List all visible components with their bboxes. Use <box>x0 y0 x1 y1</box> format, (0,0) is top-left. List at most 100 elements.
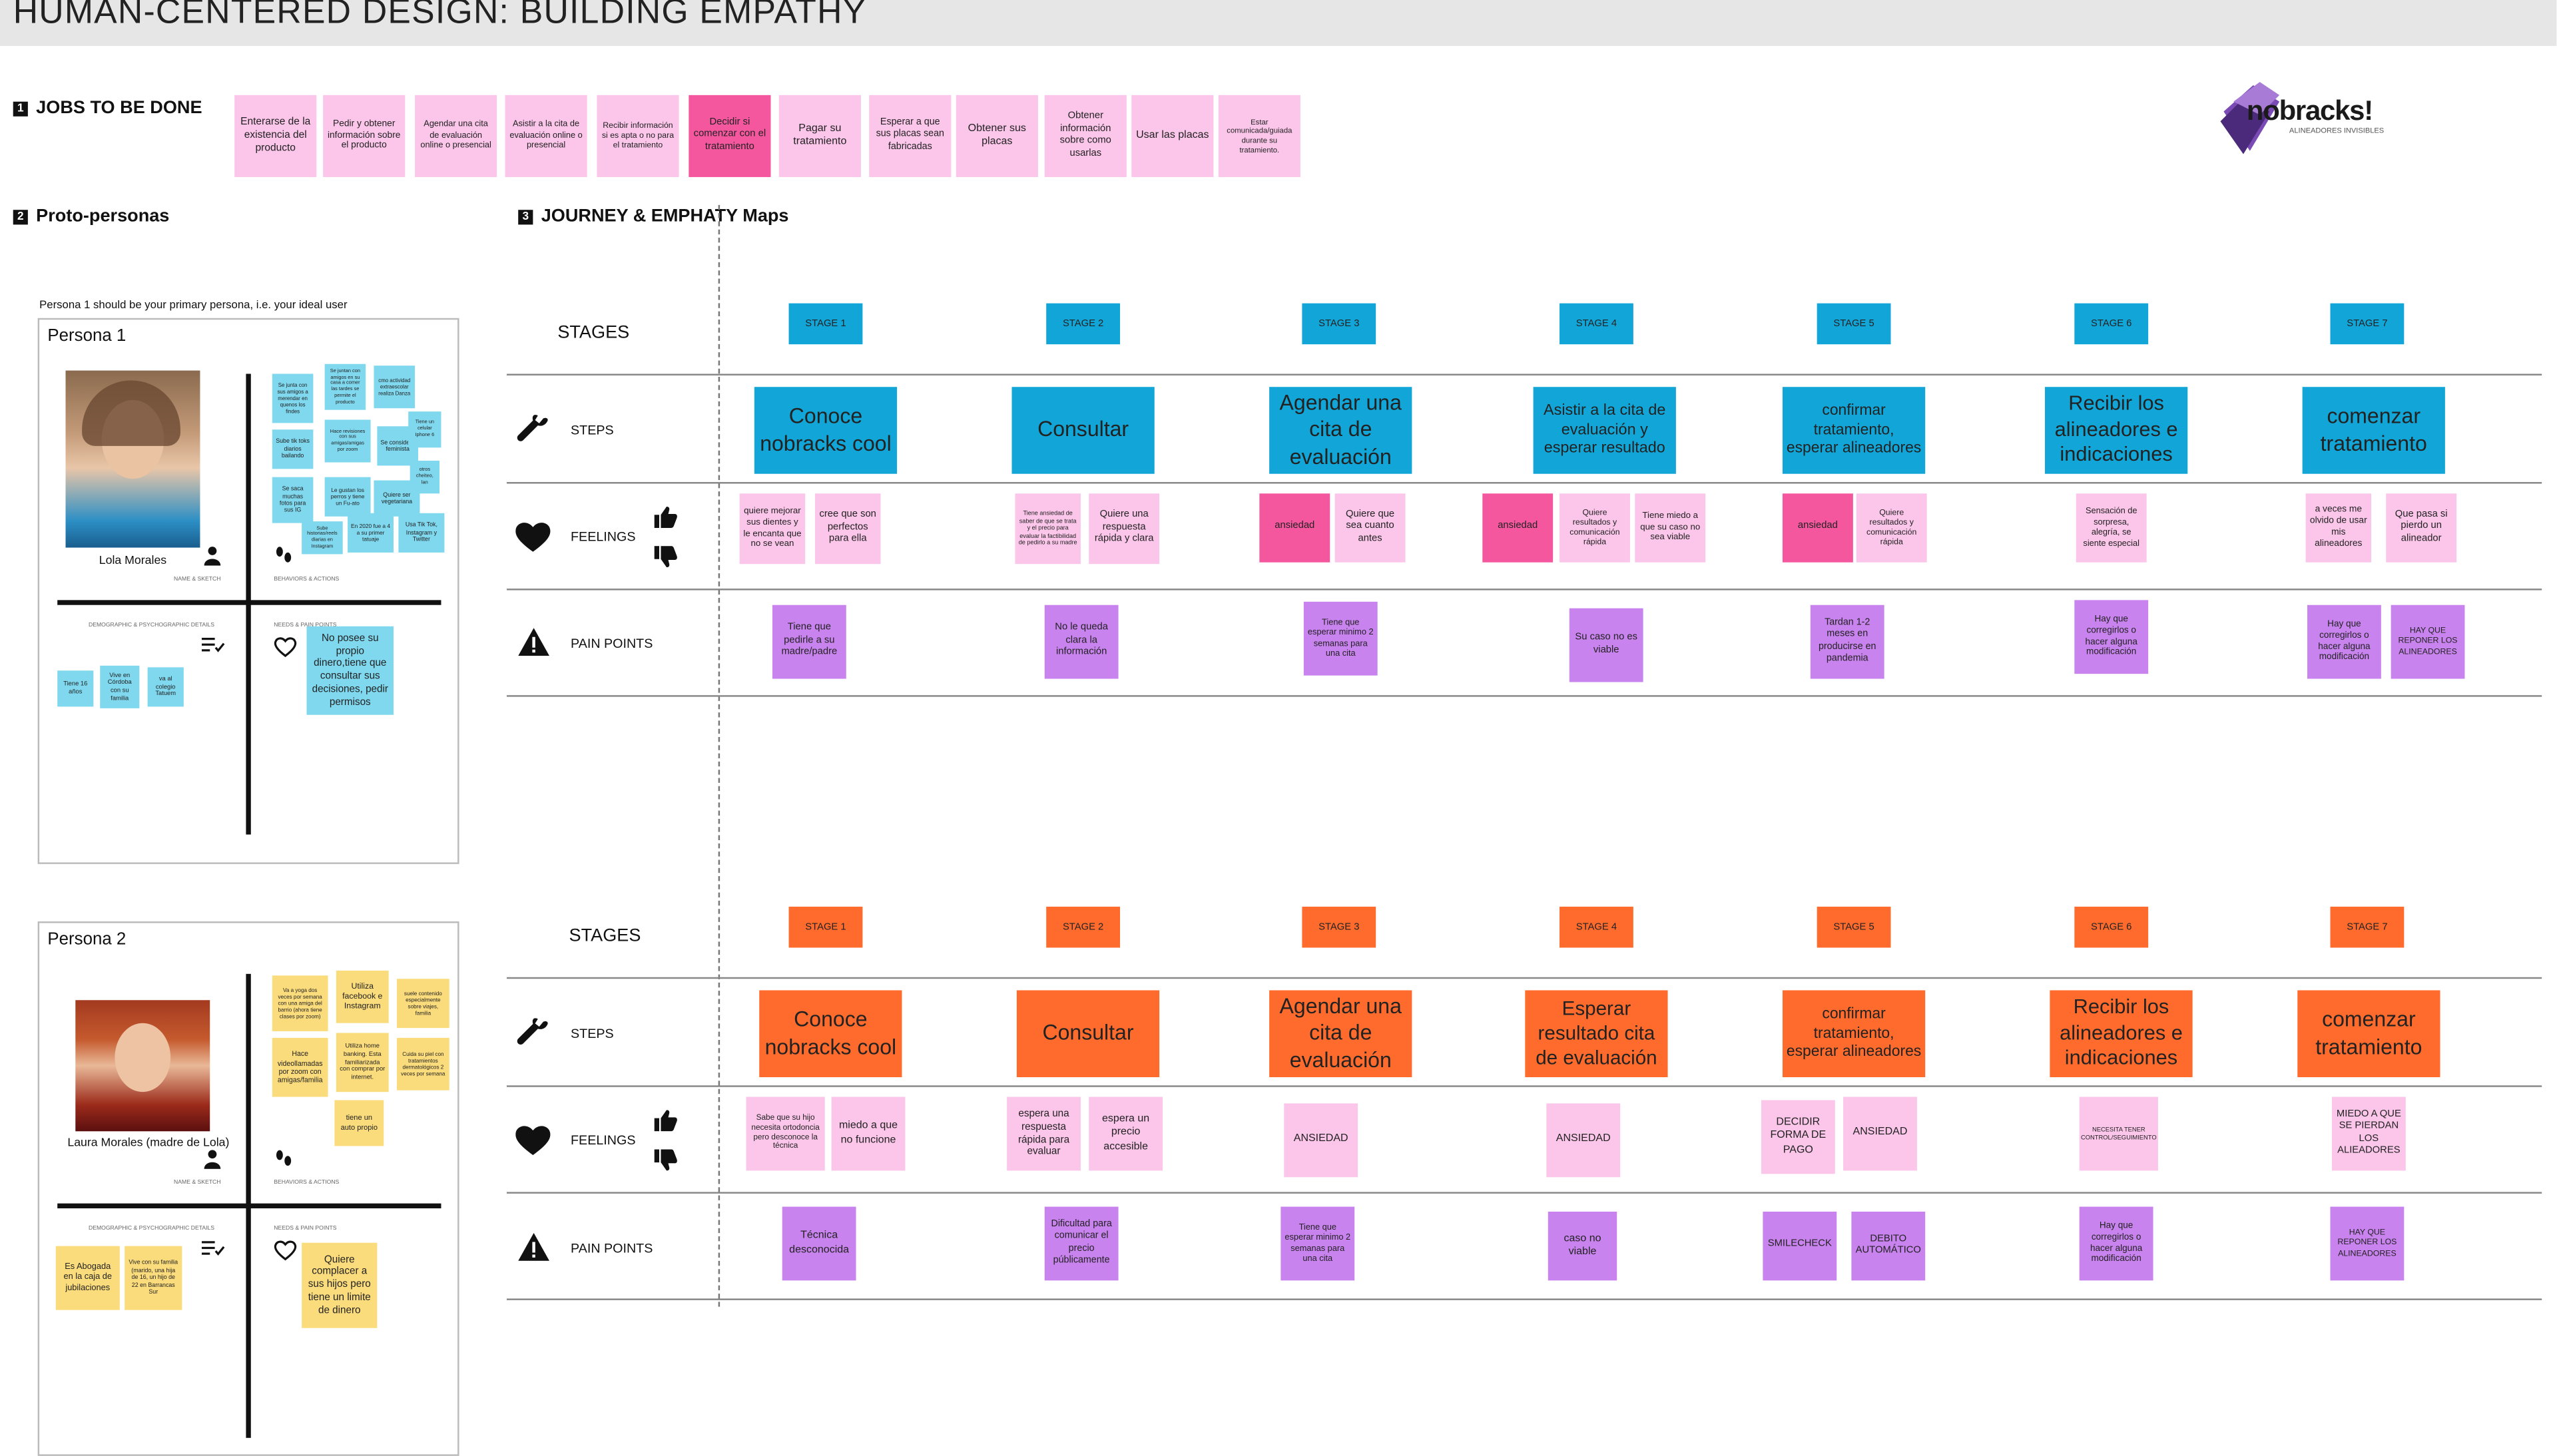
feeling-note: Que pasa si pierdo un alineador <box>2386 493 2457 563</box>
feeling-note: Quiere una respuesta rápida y clara <box>1089 493 1160 565</box>
job-note: Obtener información sobre como usarlas <box>1044 95 1127 177</box>
behavior-note: Tiene un celular Iphone 6 <box>408 411 441 448</box>
pain-point-note: No le queda clara la información <box>1044 605 1119 679</box>
feeling-note: ansiedad <box>1482 493 1554 563</box>
demographic-note: Tiene 16 años <box>57 670 94 707</box>
footsteps-icon <box>276 1150 292 1166</box>
behavior-note: Se saca muchas fotos para sus IG <box>272 477 314 523</box>
thumbs-down-icon <box>654 1149 677 1171</box>
row-divider <box>506 589 2542 591</box>
footsteps-icon <box>276 547 292 563</box>
section-label: Proto-personas <box>36 206 170 226</box>
section-number: 2 <box>13 208 28 224</box>
behavior-note: Va a yoga dos veces por semana con una a… <box>272 975 328 1032</box>
stage-box: STAGE 2 <box>1046 303 1121 345</box>
section-label: JOURNEY & EMPHATY Maps <box>541 206 789 226</box>
section-jobs: 1 JOBS TO BE DONE <box>13 98 202 119</box>
row-divider <box>506 1085 2542 1087</box>
checklist-icon <box>201 1241 225 1256</box>
pain-point-note: SMILECHECK <box>1763 1211 1837 1281</box>
feeling-note: MIEDO A QUE SE PIERDAN LOS ALIEADORES <box>2331 1096 2406 1171</box>
step-note: Asistir a la cita de evaluación y espera… <box>1533 387 1676 474</box>
behavior-note: En 2020 fue a 4 a su primer tatuaje <box>348 513 394 553</box>
feelings-label: FEELINGS <box>571 1132 636 1148</box>
behavior-note: Sube historias/reels diarias en Instagra… <box>302 521 343 555</box>
row-divider <box>506 373 2542 375</box>
pain-point-note: Dificultad para comunicar el precio públ… <box>1044 1206 1119 1281</box>
pain-point-note: Tiene que esperar minimo 2 semanas para … <box>1280 1206 1355 1281</box>
stage-box: STAGE 4 <box>1560 303 1633 345</box>
section-journey: 3 JOURNEY & EMPHATY Maps <box>518 206 789 226</box>
row-divider <box>506 1192 2542 1194</box>
feeling-note: Sabe que su hijo necesita ortodoncia per… <box>746 1096 825 1171</box>
job-note: Decidir si comenzar con el tratamiento <box>689 95 771 177</box>
needs-note: No posee su propio dinero,tiene que cons… <box>306 626 394 715</box>
thumbs-up-icon <box>654 506 677 528</box>
feeling-note: Sensación de sorpresa, alegría, se sient… <box>2076 493 2147 563</box>
heart-icon <box>515 1126 551 1155</box>
behavior-note: Hace videollamadas por zoom con amigas/f… <box>272 1037 328 1097</box>
feeling-note: DECIDIR FORMA DE PAGO <box>1761 1100 1835 1174</box>
feeling-note: NECESITA TENER CONTROL/SEGUIMIENTO <box>2079 1096 2158 1171</box>
section-label: JOBS TO BE DONE <box>36 98 202 119</box>
pain-point-note: Técnica desconocida <box>782 1206 856 1281</box>
person-icon <box>204 547 221 566</box>
feeling-note: Quiere que sea cuanto antes <box>1334 493 1406 563</box>
step-note: Agendar una cita de evaluación <box>1269 990 1412 1077</box>
feeling-note: Quiere resultados y comunicación rápida <box>1856 493 1927 563</box>
feeling-note: ANSIEDAD <box>1546 1103 1621 1178</box>
step-note: confirmar tratamiento, esperar alineador… <box>1782 387 1926 474</box>
feeling-note: espera una respuesta rápida para evaluar <box>1007 1096 1081 1171</box>
page-title: HUMAN-CENTERED DESIGN: BUILDING EMPATHY <box>13 0 867 31</box>
stages-label: STAGES <box>569 926 641 946</box>
row-divider <box>506 1298 2542 1300</box>
pain-points-label: PAIN POINTS <box>571 636 653 651</box>
demographic-note: Es Abogada en la caja de jubilaciones <box>55 1246 120 1310</box>
needs-note: Quiere complacer a sus hijos pero tiene … <box>302 1242 378 1328</box>
canvas-horizontal-divider <box>57 600 441 605</box>
demographic-note: va al colegio Tatuem <box>147 667 184 707</box>
job-note: Estar comunicada/guiada durante su trata… <box>1218 95 1300 177</box>
logo-tagline: ALINEADORES INVISIBLES <box>2289 126 2385 134</box>
feelings-label: FEELINGS <box>571 529 636 545</box>
behavior-note: Hace revisiones con sus amigas/amigas po… <box>324 419 371 463</box>
behavior-note: Se juntan con amigos en su casa a comer … <box>324 364 366 410</box>
pain-point-note: Tardan 1-2 meses en producirse en pandem… <box>1810 605 1884 679</box>
job-note: Esperar a que sus placas sean fabricadas <box>869 95 952 177</box>
logo: nobracks! ALINEADORES INVISIBLES <box>2217 79 2430 154</box>
job-note: Asistir a la cita de evaluación online o… <box>505 95 587 177</box>
section-number: 3 <box>518 208 533 224</box>
behavior-note: Se junta con sus amigos a merendar en qu… <box>272 373 314 423</box>
behaviors-label: BEHAVIORS & ACTIONS <box>274 1178 340 1186</box>
demographic-note: Vive en Córdoba con su familia <box>100 665 140 708</box>
feeling-note: cree que son perfectos para ella <box>814 493 881 565</box>
demographic-note: Vive con su familia (marido, una hija de… <box>125 1246 182 1310</box>
persona-name: Lola Morales <box>99 552 167 568</box>
step-note: confirmar tratamiento, esperar alineador… <box>1782 990 1926 1077</box>
wrench-icon <box>517 1018 548 1045</box>
stage-box: STAGE 5 <box>1817 303 1891 345</box>
stage-box: STAGE 1 <box>788 906 863 948</box>
feeling-note: a veces me olvido de usar mis alineadore… <box>2305 493 2372 563</box>
job-note: Recibir información si es apta o no para… <box>597 95 679 177</box>
feeling-note: espera un precio accesible <box>1089 1096 1163 1171</box>
job-note: Agendar una cita de evaluación online o … <box>415 95 497 177</box>
wrench-icon <box>517 415 548 441</box>
pain-point-note: HAY QUE REPONER LOS ALINEADORES <box>2330 1206 2405 1281</box>
step-note: Consultar <box>1016 990 1160 1077</box>
section-number: 1 <box>13 101 28 116</box>
pain-point-note: caso no viable <box>1548 1211 1617 1281</box>
warning-icon <box>518 1232 550 1261</box>
step-note: comenzar tratamiento <box>2297 990 2440 1077</box>
row-divider <box>506 977 2542 979</box>
behavior-note: Le gustan los perros y tiene un Fu-ato <box>324 477 371 517</box>
stage-box: STAGE 4 <box>1560 906 1633 948</box>
stage-box: STAGE 5 <box>1817 906 1891 948</box>
step-note: Recibir los alineadores e indicaciones <box>2044 387 2188 474</box>
step-note: Esperar resultado cita de evaluación <box>1525 990 1668 1077</box>
step-note: Consultar <box>1011 387 1155 474</box>
person-icon <box>204 1150 221 1169</box>
pain-point-note: Tiene que pedirle a su madre/padre <box>772 605 846 679</box>
stage-box: STAGE 7 <box>2330 906 2405 948</box>
persona-photo <box>75 1000 210 1132</box>
